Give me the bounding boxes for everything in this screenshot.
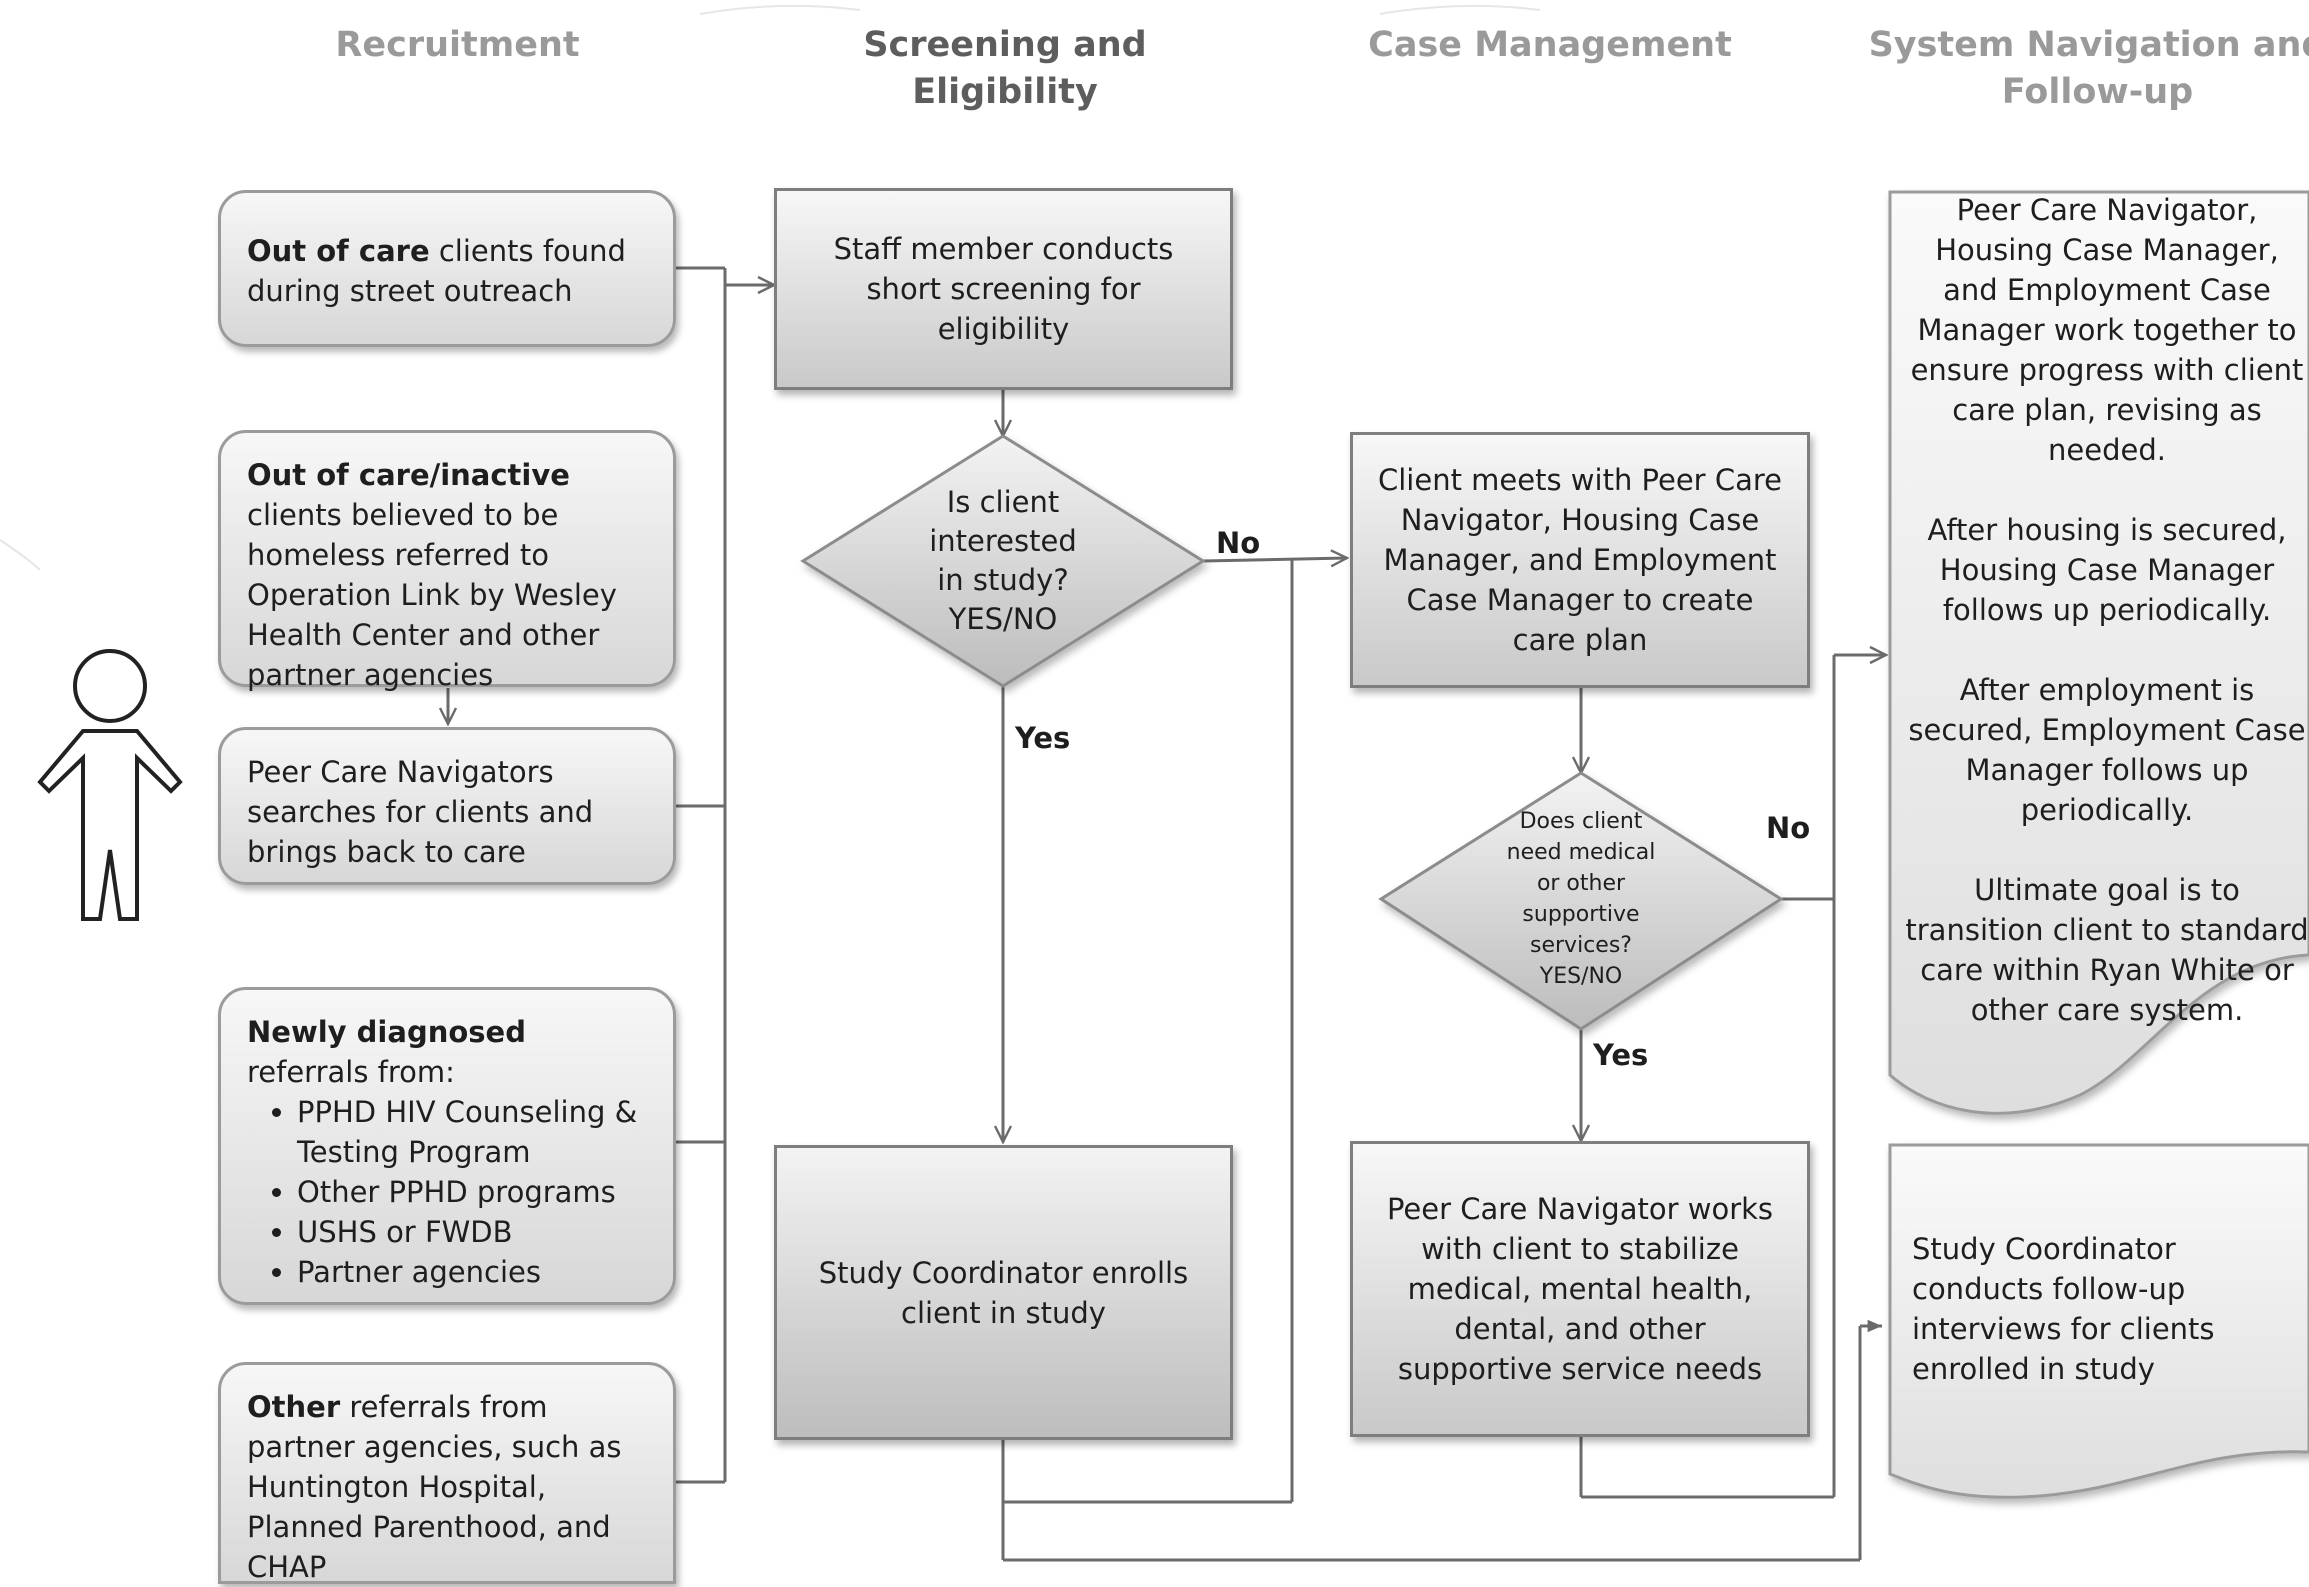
navigation-doc-text: Peer Care Navigator, Housing Case Manage… xyxy=(1905,190,2309,1070)
box-stabilize: Peer Care Navigator works with client to… xyxy=(1350,1141,1810,1437)
newly-list-item: USHS or FWDB xyxy=(297,1212,647,1252)
column-header-navigation: System Navigation and Follow-up xyxy=(1860,22,2309,116)
newly-list-item: Partner agencies xyxy=(297,1252,647,1292)
decision-interested-line: in study? xyxy=(937,563,1069,597)
box-inactive: Out of care/inactive clients believed to… xyxy=(218,430,676,692)
box-navigators: Peer Care Navigators searches for client… xyxy=(218,727,676,885)
decision-interested-shape xyxy=(800,434,1206,688)
newly-list-item: PPHD HIV Counseling & Testing Program xyxy=(297,1092,647,1172)
column-header-navigation-line2: Follow-up xyxy=(2001,72,2194,112)
label-yes-interested: Yes xyxy=(1015,721,1071,755)
decision-interested-line: interested xyxy=(929,524,1077,558)
decision-needs-line: Does client xyxy=(1519,809,1643,834)
box-outreach-bold: Out of care xyxy=(247,234,430,268)
decision-needs-shape xyxy=(1378,771,1784,1031)
decision-needs-line: or other xyxy=(1536,871,1626,896)
column-header-recruitment: Recruitment xyxy=(335,25,580,65)
box-care-plan: Client meets with Peer Care Navigator, H… xyxy=(1350,432,1810,688)
followup-doc-shape xyxy=(1888,1143,2309,1499)
box-outreach: Out of care clients found during street … xyxy=(218,190,676,347)
navigation-paragraph: After housing is secured, Housing Case M… xyxy=(1927,513,2287,627)
newly-list: PPHD HIV Counseling & Testing Program Ot… xyxy=(247,1092,647,1292)
box-inactive-bold: Out of care/inactive xyxy=(247,458,570,492)
column-header-screening: Screening and Eligibility xyxy=(863,25,1147,112)
box-other-text: referrals from partner agencies, such as… xyxy=(247,1390,622,1584)
decision-interested-line: YES/NO xyxy=(948,602,1058,636)
box-short-screening: Staff member conducts short screening fo… xyxy=(774,188,1233,390)
navigation-paragraph: Peer Care Navigator, Housing Case Manage… xyxy=(1910,193,2304,467)
box-other-referrals: Other referrals from partner agencies, s… xyxy=(218,1362,676,1584)
decision-interested-line: Is client xyxy=(946,485,1060,519)
arrow-no-to-care-plan xyxy=(1202,558,1347,561)
box-inactive-text: clients believed to be homeless referred… xyxy=(247,498,617,692)
label-no-needs: No xyxy=(1766,811,1811,845)
decision-needs-line: YES/NO xyxy=(1539,964,1623,989)
decision-interested-text: Is client interested in study? YES/NO xyxy=(903,481,1103,641)
newly-list-item: Other PPHD programs xyxy=(297,1172,647,1212)
decision-needs-text: Does client need medical or other suppor… xyxy=(1491,806,1671,992)
decision-needs-line: supportive xyxy=(1522,902,1640,927)
column-header-case-management: Case Management xyxy=(1368,25,1732,65)
box-other-bold: Other xyxy=(247,1390,341,1424)
decision-needs-line: need medical xyxy=(1506,840,1656,865)
followup-doc-text: Study Coordinator conducts follow-up int… xyxy=(1912,1232,2215,1386)
box-newly-diagnosed: Newly diagnosed referrals from: PPHD HIV… xyxy=(218,987,676,1305)
navigation-doc-shape xyxy=(1888,190,2309,1115)
box-newly-text: referrals from: xyxy=(247,1055,455,1089)
stick-figure-icon xyxy=(37,649,183,921)
navigation-paragraph: After employment is secured, Employment … xyxy=(1908,673,2306,827)
label-yes-needs: Yes xyxy=(1593,1038,1649,1072)
box-newly-bold: Newly diagnosed xyxy=(247,1015,526,1049)
column-header-navigation-line1: System Navigation and xyxy=(1868,25,2309,65)
box-enroll: Study Coordinator enrolls client in stud… xyxy=(774,1145,1233,1440)
decision-needs-line: services? xyxy=(1530,933,1632,958)
navigation-paragraph: Ultimate goal is to transition client to… xyxy=(1905,873,2309,1027)
box-outreach-text: clients found during street outreach xyxy=(247,234,626,308)
label-no-interested: No xyxy=(1216,526,1261,560)
